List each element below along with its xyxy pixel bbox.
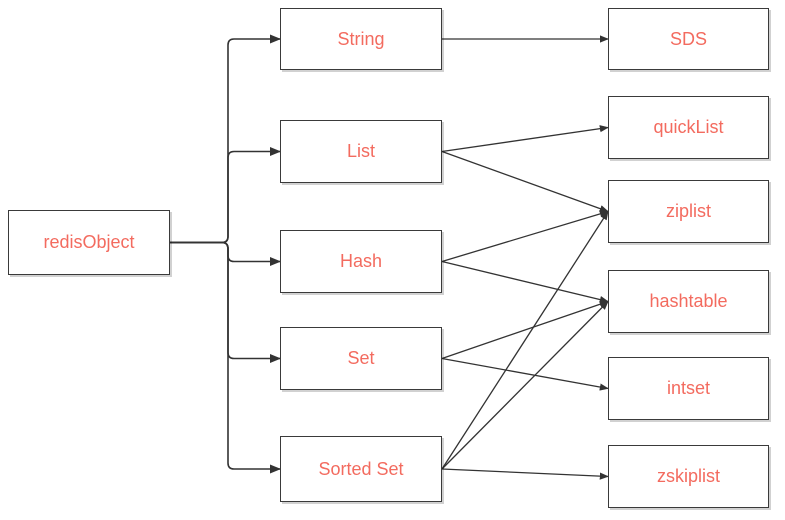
- edge-set-to-hashtable: [441, 300, 609, 360]
- node-string: String: [280, 8, 442, 70]
- edge-redisObject-to-list: [170, 147, 282, 244]
- edge-hash-to-ziplist: [441, 210, 609, 263]
- node-quicklist: quickList: [608, 96, 769, 159]
- node-sorted-set: Sorted Set: [280, 436, 442, 502]
- node-zskiplist: zskiplist: [608, 445, 769, 508]
- edge-redisObject-to-hash: [170, 241, 282, 266]
- edge-set-to-intset: [441, 357, 609, 391]
- node-sds: SDS: [608, 8, 769, 70]
- node-hashtable: hashtable: [608, 270, 769, 333]
- node-ziplist: ziplist: [608, 180, 769, 243]
- edge-hash-to-hashtable: [441, 260, 609, 304]
- edge-list-to-quicklist: [441, 125, 609, 153]
- node-hash: Hash: [280, 230, 442, 293]
- edge-redisObject-to-string: [170, 34, 282, 244]
- node-set: Set: [280, 327, 442, 390]
- edge-list-to-ziplist: [441, 150, 609, 213]
- node-intset: intset: [608, 357, 769, 420]
- edge-zset-to-zskiplist: [441, 468, 609, 480]
- node-redis-object: redisObject: [8, 210, 170, 275]
- node-list: List: [280, 120, 442, 183]
- edge-zset-to-ziplist: [441, 210, 609, 470]
- edge-redisObject-to-set: [170, 241, 282, 363]
- edge-zset-to-hashtable: [441, 300, 609, 470]
- edge-redisObject-to-zset: [170, 241, 282, 474]
